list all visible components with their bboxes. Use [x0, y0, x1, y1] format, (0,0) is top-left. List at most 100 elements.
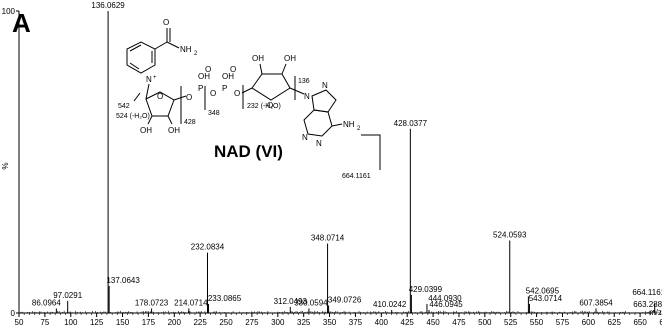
- peak-label: 542.0695: [526, 286, 560, 295]
- adenine-n9: N: [304, 92, 310, 101]
- x-tick-label: 650: [633, 318, 647, 327]
- glycosidic-bond: [145, 83, 150, 100]
- x-tick-label: 475: [452, 318, 466, 327]
- x-tick-label: 275: [245, 318, 259, 327]
- ribose-oh-bond: [281, 63, 287, 75]
- x-tick-label: 350: [323, 318, 337, 327]
- pyridinium-ring: [126, 41, 156, 74]
- ring-double-bond: [129, 44, 142, 52]
- x-tick-label: 150: [116, 318, 130, 327]
- peak-label: 137.0643: [106, 276, 140, 285]
- phosphate-oxygen-2: O: [230, 65, 236, 74]
- fragment-524: 524 (-H₂O): [116, 113, 150, 120]
- phosphorus-2: P: [222, 84, 227, 93]
- x-tick-label: 450: [426, 318, 440, 327]
- peak-label: 607.3854: [579, 298, 613, 307]
- phosphate-hydroxyl-1: OH: [198, 72, 210, 81]
- pyrimidine-ring: [303, 109, 333, 137]
- pyridinium-charge: +: [153, 75, 157, 81]
- hydroxyl-3: OH: [252, 54, 264, 63]
- peak-label: 444.0930: [428, 294, 462, 303]
- peak-label: 410.0242: [373, 300, 407, 309]
- y-axis-title: %: [1, 162, 10, 169]
- ribose-oxygen-2: O: [267, 101, 273, 110]
- peak-label: 428.0377: [394, 119, 428, 128]
- hydroxyl-2: OH: [168, 126, 180, 135]
- ribose-c5-bond-2: [241, 87, 253, 94]
- phosphate-hydroxyl-2: OH: [222, 72, 234, 81]
- phosphate-oxygen-1: O: [205, 65, 211, 74]
- phosphorus-1: P: [198, 84, 203, 93]
- peak-label: 446.0945: [429, 300, 463, 309]
- adenine-n3: N: [302, 133, 308, 142]
- x-tick-label: 250: [219, 318, 233, 327]
- peak-label: 664.1161: [632, 288, 662, 297]
- imidazole-ring: [311, 89, 337, 113]
- x-tick-label: 600: [582, 318, 596, 327]
- peak-label: 524.0593: [493, 231, 527, 240]
- x-tick-label: 525: [504, 318, 518, 327]
- peak-label: 178.0723: [135, 298, 169, 307]
- x-tick-label: 425: [401, 318, 415, 327]
- pyridinium-nitrogen: N: [146, 75, 152, 84]
- x-tick-label: 50: [15, 318, 24, 327]
- x-tick-label: 550: [530, 318, 544, 327]
- peak-label: 330.0594: [294, 298, 328, 307]
- bridge-oxygen-1: O: [186, 93, 192, 102]
- ribose-ring-1: [145, 91, 175, 117]
- adenine-n1: N: [316, 139, 322, 148]
- amide-n-bond: [166, 41, 180, 49]
- x-tick-label: 100: [64, 318, 78, 327]
- peak-label: 86.0964: [32, 298, 61, 307]
- peak-label: 97.0291: [53, 291, 82, 300]
- peak-label: 233.0865: [208, 294, 242, 303]
- fragment-136: 136: [298, 78, 310, 85]
- fragment-348: 348: [208, 110, 220, 117]
- panel-label: A: [12, 8, 31, 38]
- amide-subscript: 2: [194, 51, 198, 57]
- x-tick-label: 225: [193, 318, 207, 327]
- amide-nitrogen: NH: [180, 45, 192, 54]
- ribose-c5-bond: [173, 95, 187, 101]
- x-tick-label: 325: [297, 318, 311, 327]
- ribose-oxygen-1: O: [157, 92, 163, 101]
- fragment-664: 664.1161: [342, 173, 371, 180]
- x-tick-label: 75: [40, 318, 49, 327]
- fragment-428: 428: [184, 119, 196, 126]
- amide-bond: [154, 41, 168, 50]
- compound-name: NAD (VI): [214, 142, 283, 161]
- peak-label: 429.0399: [409, 285, 443, 294]
- x-tick-label: 375: [349, 318, 363, 327]
- peak-label: 348.0714: [311, 234, 345, 243]
- y-tick-label: 0: [11, 309, 16, 318]
- axes: 50 75 100 125 150 175 200 225 250 275 300 325 350 375…: [1, 7, 662, 327]
- x-tick-label: 200: [168, 318, 182, 327]
- nad-structure-drawing: O NH 2 N + O OH OH O P OH O O P OH O O: [116, 18, 381, 180]
- adenine-n7: N: [322, 81, 328, 90]
- x-tick-label: 300: [271, 318, 285, 327]
- x-tick-label: 400: [375, 318, 389, 327]
- x-tick-label: 500: [478, 318, 492, 327]
- ribose-oh-bond: [167, 115, 173, 125]
- hydroxyl-4: OH: [284, 54, 296, 63]
- molecular-ion-bracket: [361, 134, 381, 170]
- fragment-232: 232 (-H₂O): [247, 103, 281, 110]
- cleavage-mark-542: [133, 92, 141, 102]
- peaks: [20, 11, 661, 313]
- peak-label: 663.2887: [633, 300, 662, 309]
- adenine-glycosidic-bond: [289, 87, 305, 95]
- x-tick-label: 125: [90, 318, 104, 327]
- ribose-oh-bond: [259, 63, 263, 75]
- x-tick-label: 625: [608, 318, 622, 327]
- x-tick-label: 675: [659, 318, 662, 327]
- x-tick-label: 575: [556, 318, 570, 327]
- x-tick-label: 175: [142, 318, 156, 327]
- amino-bond: [331, 123, 343, 127]
- ribose-oh-bond: [147, 115, 153, 125]
- amide-oxygen: O: [163, 18, 169, 27]
- peak-label: 232.0834: [191, 243, 225, 252]
- peak-label: 312.0493: [274, 297, 308, 306]
- ring-double-bond: [129, 62, 140, 70]
